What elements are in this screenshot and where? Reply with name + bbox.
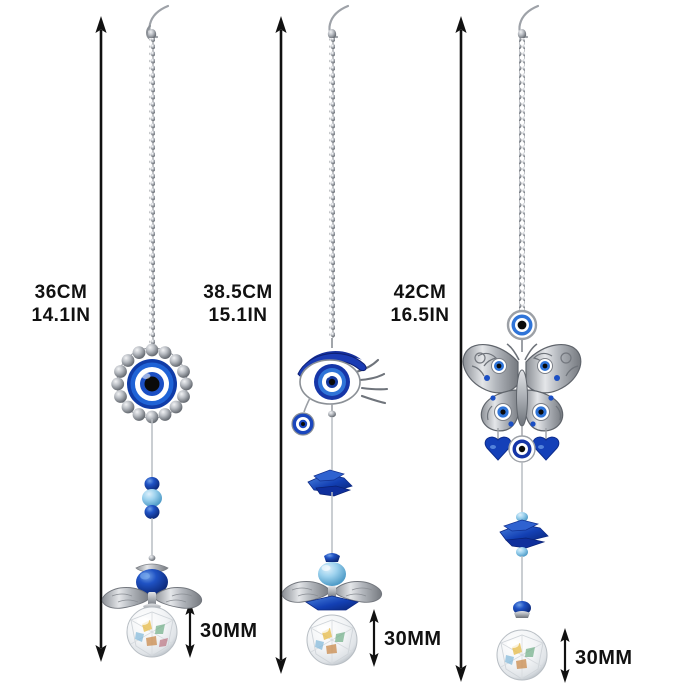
- angel-ornament-item1: [101, 563, 203, 609]
- blue-chip-beads-item2: [307, 469, 353, 497]
- hook-icon-item3: [517, 4, 540, 39]
- dimension-arrow-item2-total: [275, 16, 287, 674]
- dimension-label-item3-ball: 30MM: [575, 647, 633, 669]
- product-item-2: [281, 4, 389, 666]
- dimension-label-item3-total: 42CM 16.5IN: [390, 282, 450, 327]
- crystal-ball-item3: [496, 611, 548, 681]
- crystal-ball-item1: [126, 603, 178, 658]
- wing-evil-eyes-item3: [484, 358, 560, 427]
- ball-chain-item3: [519, 38, 525, 310]
- dimension-arrow-item3-total: [455, 16, 467, 682]
- ball-chain-item2: [329, 38, 335, 338]
- angel-ornament-item2: [281, 553, 383, 611]
- bead-ring-item1: [111, 343, 193, 424]
- butterfly-pendant-item3: [462, 343, 582, 463]
- ball-chain-item1: [149, 38, 155, 350]
- product-item-1: [101, 4, 203, 658]
- dimension-arrow-item3-ball: [560, 628, 570, 683]
- product-item-3: [462, 4, 582, 681]
- eye-pendant-item2: [291, 338, 389, 436]
- dimension-label-item2-total: 38.5CM 15.1IN: [203, 282, 273, 327]
- dimension-arrow-item2-ball: [369, 609, 379, 667]
- angel-wings-item2: [281, 581, 383, 603]
- dimension-arrow-item1-ball: [185, 601, 195, 658]
- dimension-label-item1-total: 36CM 14.1IN: [31, 282, 91, 327]
- blue-chip-beads-item3: [499, 519, 549, 549]
- eyelashes-item2: [354, 358, 389, 405]
- dimension-label-item2-ball: 30MM: [384, 628, 442, 650]
- hook-icon-item1: [146, 4, 170, 40]
- dimension-label-item1-ball: 30MM: [200, 620, 258, 642]
- heart-charms-item3: [484, 426, 560, 463]
- angel-wings-item1: [101, 587, 203, 609]
- round-evil-eye-item3: [506, 309, 538, 341]
- round-evil-eye-pendant-item1: [111, 343, 193, 424]
- dimension-arrow-item1-total: [95, 16, 107, 662]
- blue-bead-stack-item1: [142, 477, 162, 519]
- hook-icon-item2: [327, 4, 350, 39]
- crystal-ball-item2: [306, 614, 358, 666]
